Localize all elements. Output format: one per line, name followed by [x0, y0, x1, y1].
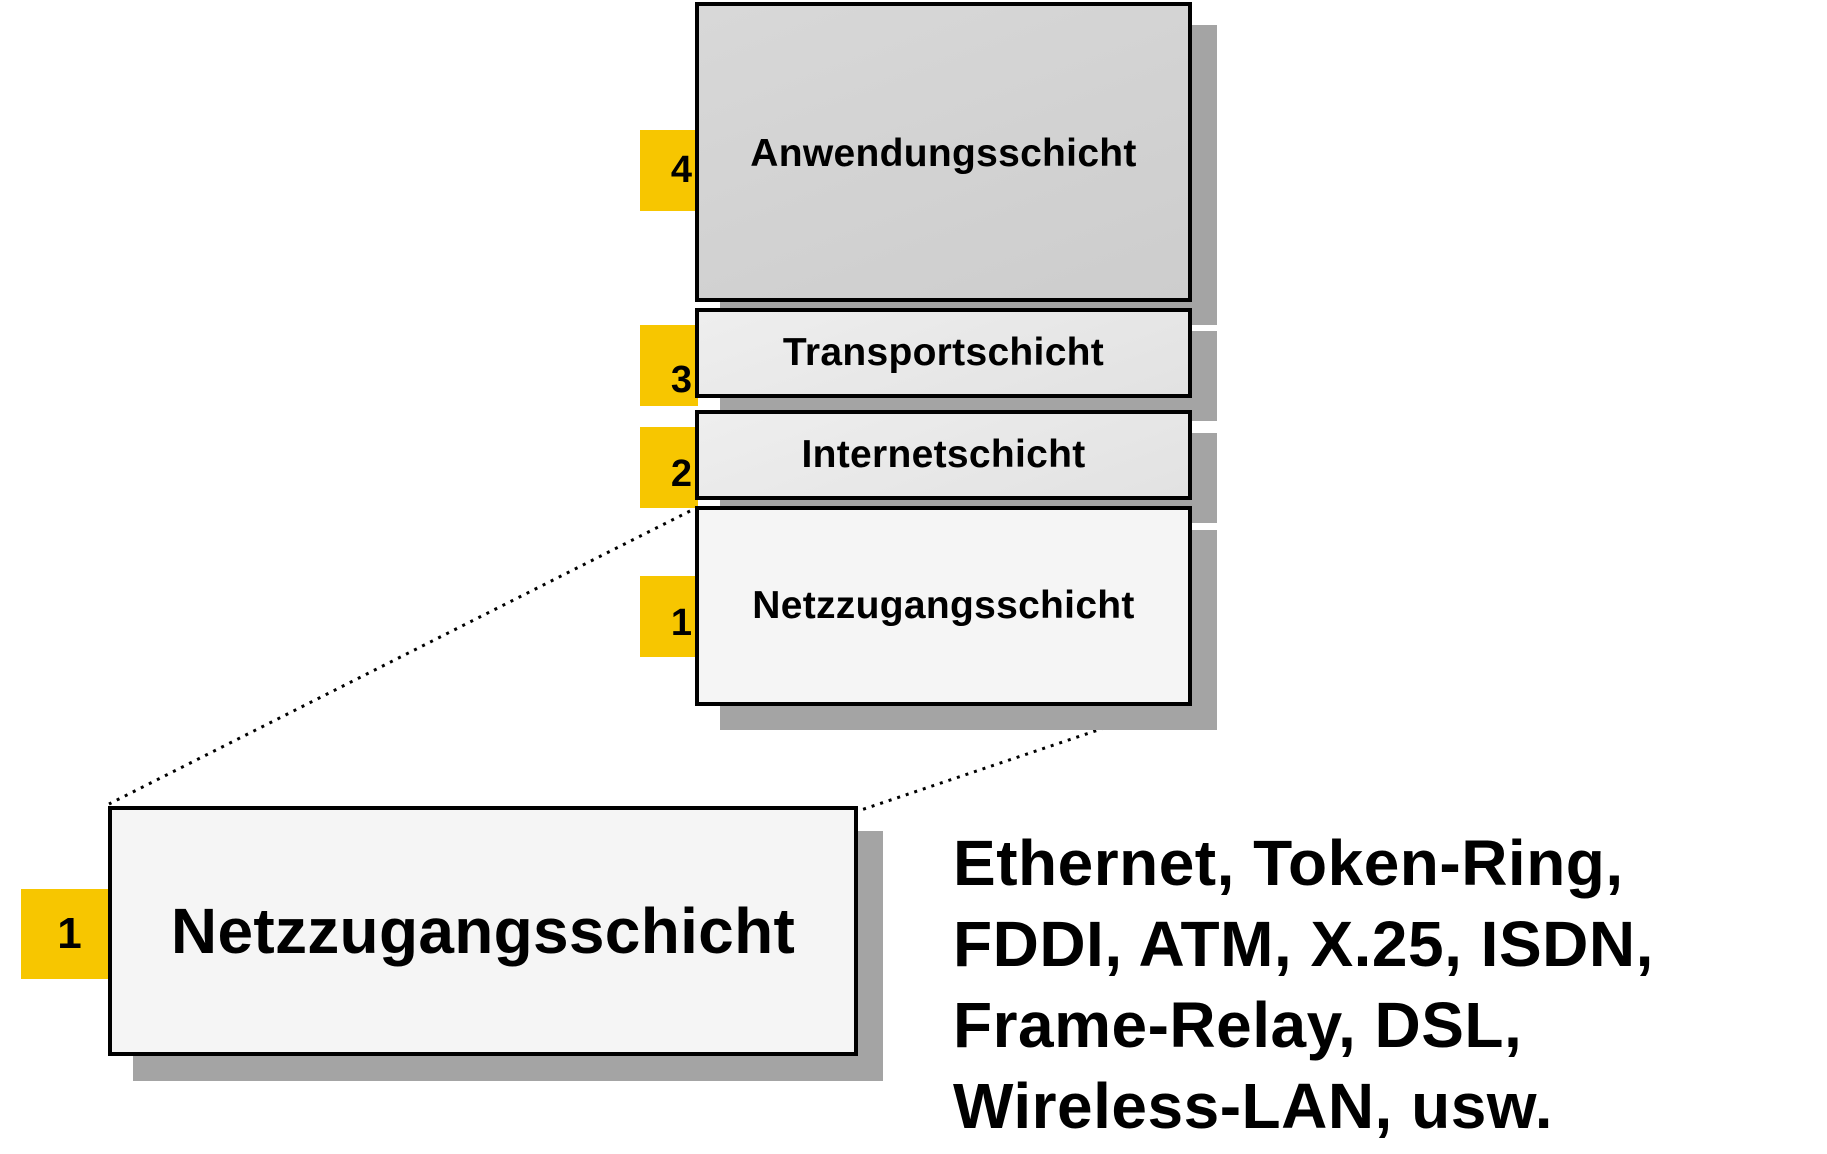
protocol-list: Ethernet, Token-Ring, FDDI, ATM, X.25, I…: [953, 823, 1803, 1147]
detail-label: Netzzugangsschicht: [170, 895, 796, 967]
layer-1-label: Netzzugangsschicht: [752, 584, 1135, 627]
layer-2-number: 2: [640, 427, 698, 508]
protocol-line-2: FDDI, ATM, X.25, ISDN,: [953, 908, 1654, 980]
layer-2-label: Internetschicht: [801, 433, 1086, 476]
protocol-line-4: Wireless-LAN, usw.: [953, 1070, 1553, 1142]
protocol-line-1: Ethernet, Token-Ring,: [953, 827, 1624, 899]
layer-2-box: Internetschicht: [695, 410, 1192, 500]
zoom-line-left: [108, 509, 691, 806]
layer-3-label: Transportschicht: [782, 331, 1105, 374]
layer-4-box: Anwendungsschicht: [695, 2, 1192, 302]
protocol-line-3: Frame-Relay, DSL,: [953, 989, 1523, 1061]
layer-1-number: 1: [640, 576, 698, 657]
detail-number: 1: [21, 889, 110, 979]
layer-3-number: 3: [640, 325, 698, 406]
layer-3-box: Transportschicht: [695, 308, 1192, 398]
layer-1-box: Netzzugangsschicht: [695, 506, 1192, 706]
layer-4-number: 4: [640, 130, 698, 211]
detail-box: Netzzugangsschicht: [108, 806, 858, 1056]
layer-4-label: Anwendungsschicht: [750, 132, 1137, 175]
